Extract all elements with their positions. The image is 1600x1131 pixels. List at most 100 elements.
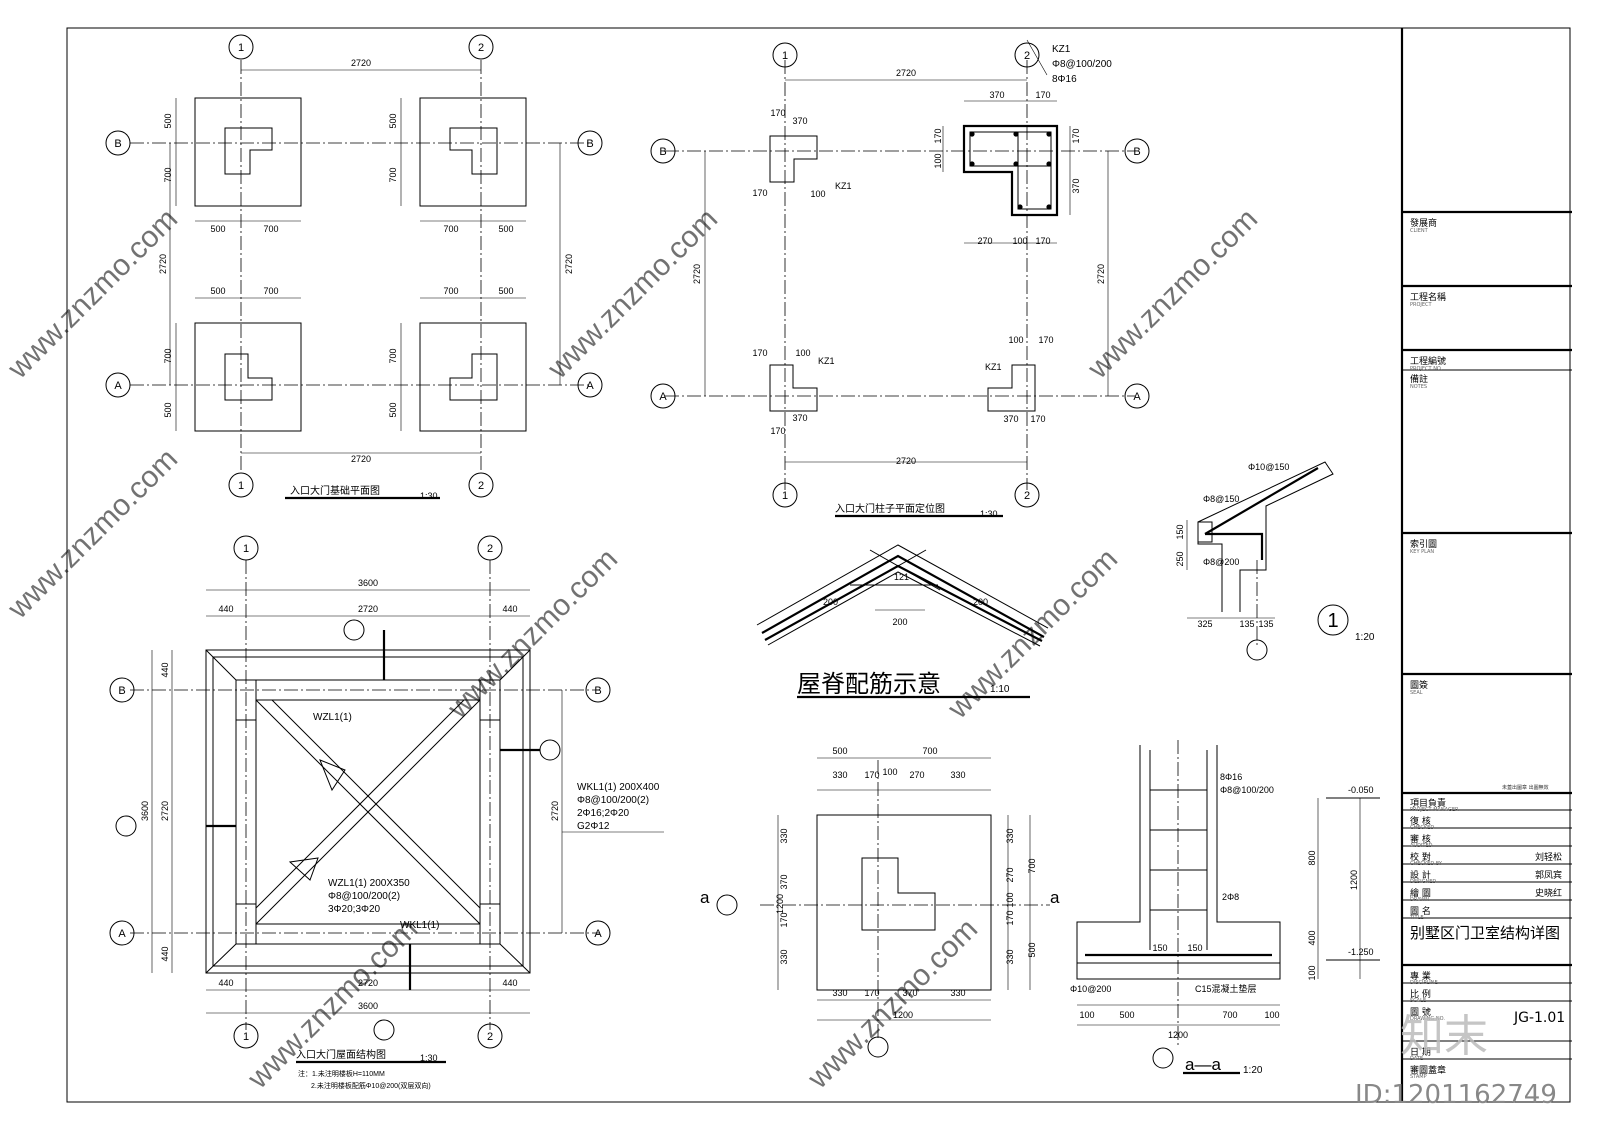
axis-label: 1 [238, 42, 244, 54]
dim-text: 500 [210, 286, 225, 296]
dim-text: 2720 [158, 254, 168, 274]
dim-text: 2720 [550, 801, 560, 821]
svg-text:www.znzmo.com: www.znzmo.com [1, 202, 184, 385]
tb-key-plan: 索引圖 [1410, 540, 1438, 550]
wzl-stirrups: Φ8@100/200(2) [328, 891, 400, 902]
tb-sheet-no-value: JG-1.01 [1514, 1010, 1566, 1026]
axis-label: B [1133, 146, 1140, 158]
dim-text: 370 [1071, 178, 1081, 193]
axis-label: 2 [487, 1031, 493, 1043]
dim-text: 170 [1038, 335, 1053, 345]
wzl-bars: 3Φ20;3Φ20 [328, 904, 381, 915]
dim-text: 1200 [1168, 1030, 1188, 1040]
level-top: -0.050 [1348, 785, 1374, 795]
tb-project-no-en: PROJECT NO. [1410, 366, 1443, 372]
dim-text: 170 [1005, 910, 1015, 925]
dim-text: 170 [1030, 414, 1045, 424]
dim-text: 500 [498, 224, 513, 234]
dim-text: 100 [882, 767, 897, 777]
dim-text: 440 [160, 946, 170, 961]
pad-rebar-label: 2Φ8 [1222, 892, 1239, 902]
kz1-label: KZ1 [835, 181, 852, 191]
tb-client-en: CLIENT [1410, 228, 1428, 234]
dim-text: 2720 [1096, 264, 1106, 284]
wzl-size: WZL1(1) 200X350 [328, 878, 410, 889]
titleblock: 發展商 CLIENT 工程名稱 PROJECT 工程編號 PROJECT NO.… [1402, 28, 1572, 1102]
dim-text: 330 [950, 988, 965, 998]
dim-text: 330 [1005, 828, 1015, 843]
dim-text: 330 [832, 988, 847, 998]
tb-audit-en: AUDITED [1410, 843, 1433, 849]
dim-text: 270 [1005, 867, 1015, 882]
dim-text: 170 [770, 426, 785, 436]
detail-number: 1 [1327, 610, 1338, 632]
detail-scale: 1:20 [1355, 632, 1375, 643]
col-main-label: 8Φ16 [1220, 772, 1242, 782]
dim-text: 1200 [893, 1010, 913, 1020]
dim-text: 170 [779, 912, 789, 927]
tb-remarks-en: NOTES [1410, 384, 1428, 390]
kz1-stirrups: Φ8@100/200 [1052, 59, 1112, 70]
dim-text: 800 [1307, 850, 1317, 865]
dim-text: 500 [1027, 942, 1037, 957]
dim-text: 100 [1012, 236, 1027, 246]
foundation-plan-axes: 1 2 1 2 B B A A [105, 34, 603, 498]
dim-text: 500 [210, 224, 225, 234]
axis-label: 1 [782, 490, 788, 502]
dim-text: 170 [933, 128, 943, 143]
dim-text: 370 [989, 90, 1004, 100]
dim-text: 2720 [564, 254, 574, 274]
dim-text: 700 [1222, 1010, 1237, 1020]
dim-text: 2720 [358, 978, 378, 988]
column-plan-dimensions: 2720 2720 2720 2720 170 370 170 100 KZ1 … [692, 44, 1112, 466]
tb-stamp: 審圖蓋章 [1410, 1066, 1447, 1076]
tb-client: 發展商 [1410, 219, 1438, 229]
kz1-label: KZ1 [985, 362, 1002, 372]
dim-text: 700 [443, 224, 458, 234]
dim-text: 100 [795, 348, 810, 358]
dim-text: 440 [502, 604, 517, 614]
dim-text: 440 [218, 978, 233, 988]
dim-text: 135 [1239, 619, 1254, 629]
dim-text: 100 [1264, 1010, 1279, 1020]
dim-text: 170 [1035, 90, 1050, 100]
dim-text: 700 [263, 286, 278, 296]
column-plan-title: 入口大门柱子平面定位图 [835, 502, 945, 515]
dim-text: 1200 [775, 894, 785, 914]
dim-text: 330 [1005, 949, 1015, 964]
tb-project-en: PROJECT [1410, 302, 1432, 308]
ridge-detail: 200 121 200 200 屋脊配筋示意 1:10 [756, 544, 1049, 699]
axis-label: A [594, 928, 602, 940]
tb-project: 工程名稱 [1410, 293, 1447, 303]
axis-label: 2 [1024, 490, 1030, 502]
axis-label: A [118, 928, 126, 940]
axis-label: 1 [243, 543, 249, 555]
dim-text: 170 [1035, 236, 1050, 246]
dim-text: 370 [902, 988, 917, 998]
tb-major: 專 業 [1410, 972, 1431, 982]
section-aa: 8Φ16 Φ8@100/200 2Φ8 150 150 Φ10@200 C15混… [1070, 740, 1380, 1076]
dim-text: 700 [1027, 858, 1037, 873]
dim-text: 170 [752, 348, 767, 358]
axis-label: 2 [487, 543, 493, 555]
axis-label: 1 [782, 50, 788, 62]
dim-text: 2720 [896, 68, 916, 78]
dim-text: 370 [779, 874, 789, 889]
dim-text: 330 [779, 949, 789, 964]
dim-text: 150 [1175, 524, 1185, 539]
dim-text: 250 [1175, 551, 1185, 566]
dim-text: 700 [922, 746, 937, 756]
tb-draw-en: DRAWN [1410, 897, 1429, 903]
wkl-bars: 2Φ16;2Φ20 [577, 808, 630, 819]
dim-text: 135 [1258, 619, 1273, 629]
svg-text:www.znzmo.com: www.znzmo.com [801, 912, 984, 1095]
col-stirrup-label: Φ8@100/200 [1220, 785, 1274, 795]
svg-text:www.znzmo.com: www.znzmo.com [1081, 202, 1264, 385]
sheet-border [66, 27, 1571, 1103]
axis-label: 2 [1024, 50, 1030, 62]
dim-text: 3600 [358, 578, 378, 588]
dim-text: 500 [1119, 1010, 1134, 1020]
dim-text: 150 [1152, 943, 1167, 953]
dim-text: 100 [1005, 892, 1015, 907]
dim-text: 170 [752, 188, 767, 198]
